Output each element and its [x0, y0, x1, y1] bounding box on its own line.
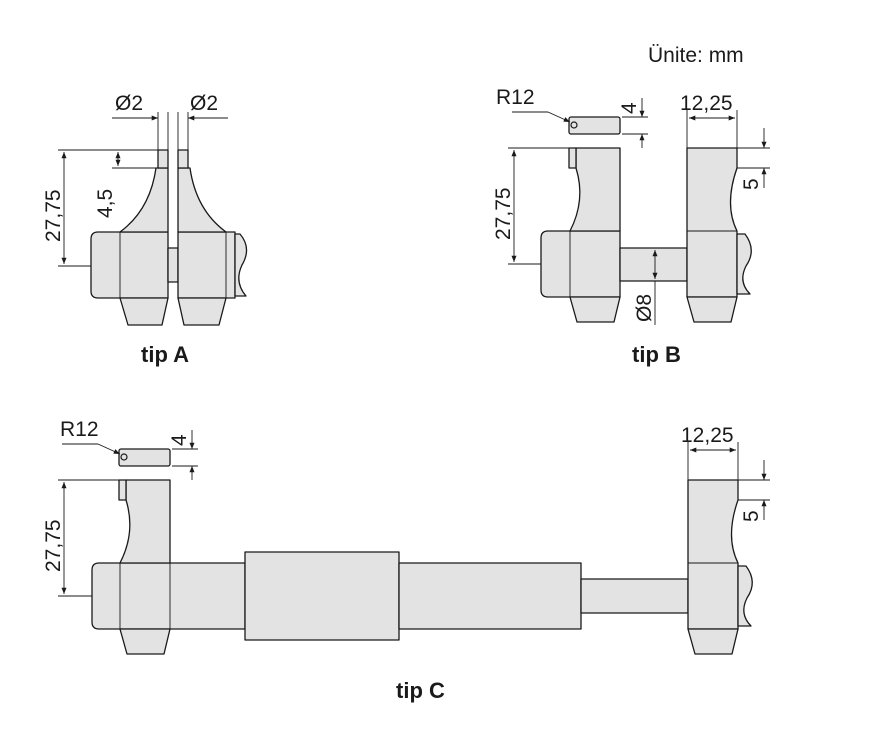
tip-c-drawing	[58, 430, 770, 655]
tip-b-rod-dia: Ø8	[633, 294, 656, 322]
tip-b-width: 12,25	[680, 92, 733, 115]
tip-a-drawing	[58, 112, 248, 326]
tip-a-height: 27,75	[42, 189, 65, 242]
tip-c-thickness: 4	[168, 434, 191, 446]
tip-c-height: 27,75	[42, 519, 65, 572]
tip-b-step: 5	[740, 178, 763, 190]
tip-a-caption: tip A	[141, 342, 189, 367]
tip-c-step: 5	[740, 510, 763, 522]
tip-b-drawing	[508, 98, 770, 325]
tip-b-caption: tip B	[632, 342, 681, 367]
tip-a-tip-height: 4,5	[94, 189, 117, 218]
tip-b-height: 27,75	[492, 187, 515, 240]
tip-b-thickness: 4	[618, 102, 641, 114]
tip-c-width: 12,25	[681, 424, 734, 447]
tip-b-radius: R12	[496, 86, 535, 109]
tip-a-dia-right: Ø2	[190, 92, 218, 115]
tip-c-radius: R12	[60, 418, 99, 441]
units-label: Ünite: mm	[648, 44, 744, 67]
tip-a-dia-left: Ø2	[115, 92, 143, 115]
tip-c-caption: tip C	[396, 678, 445, 703]
